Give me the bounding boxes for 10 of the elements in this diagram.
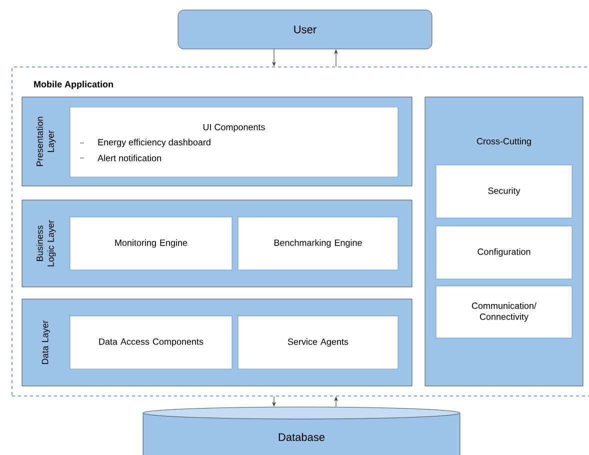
component-box: Communication/ Connectivity: [436, 286, 572, 338]
component-box: UI Components Energy efficiency dashboard Alert notification: [70, 106, 398, 178]
component-box: Data Access Components: [70, 316, 232, 370]
user-box: User: [178, 10, 432, 50]
database-cylinder: Database: [142, 406, 460, 455]
component-box: Monitoring Engine: [70, 216, 232, 270]
component-box: Service Agents: [238, 316, 398, 370]
component-box: Security: [436, 164, 572, 218]
component-box: Benchmarking Engine: [238, 216, 398, 270]
component-box: Configuration: [436, 226, 572, 280]
